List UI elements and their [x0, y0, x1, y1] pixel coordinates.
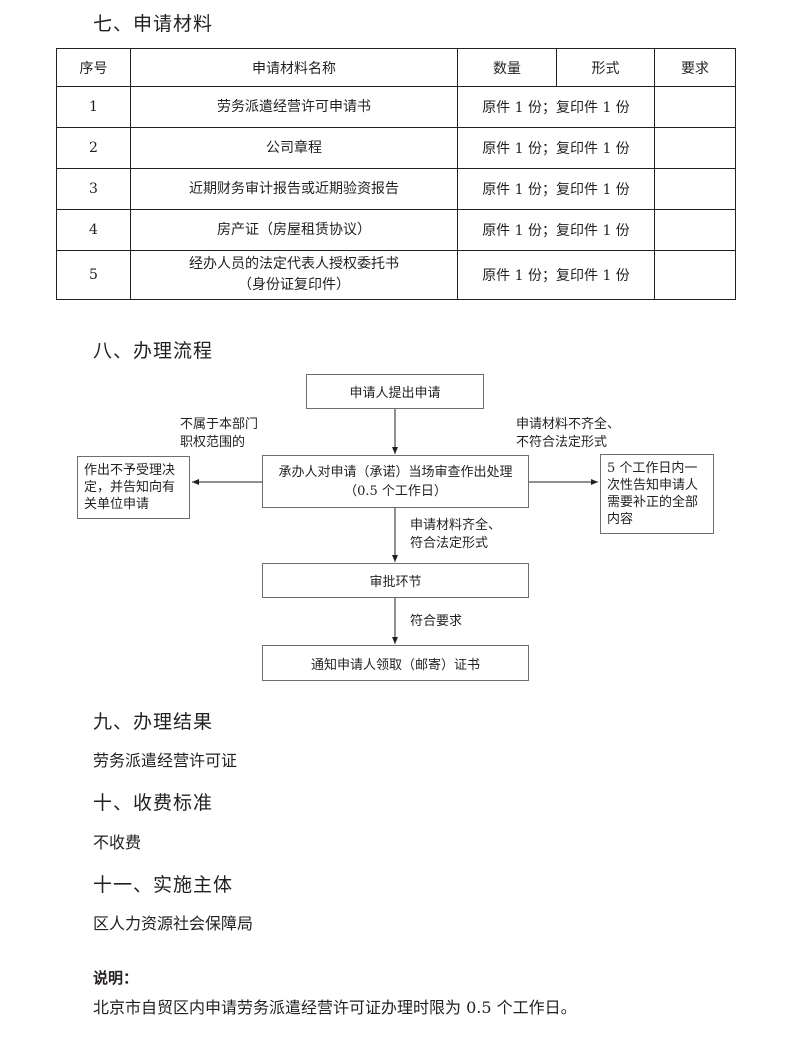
header-form: 形式: [556, 48, 655, 87]
flow-review-box: 承办人对申请（承诺）当场审查作出处理 （0.5 个工作日）: [262, 455, 529, 508]
row-name: 经办人员的法定代表人授权委托书 （身份证复印件）: [130, 250, 458, 300]
row-name-line: 劳务派遣经营许可申请书: [217, 98, 371, 115]
row-name-line: 经办人员的法定代表人授权委托书: [189, 256, 399, 272]
row-name: 房产证（房屋租赁协议）: [130, 209, 458, 251]
flow-notify-box: 通知申请人领取（邮寄）证书: [262, 645, 529, 681]
row-requirement: [654, 168, 736, 210]
row-no: 4: [56, 209, 131, 251]
flow-supplement-box: 5 个工作日内一 次性告知申请人 需要补正的全部 内容: [600, 454, 714, 534]
result-text: 劳务派遣经营许可证: [93, 751, 238, 770]
flow-accept-condition-line: 申请材料齐全、: [410, 518, 502, 533]
table-row: 2 公司章程 原件 1 份；复印件 1 份: [56, 127, 736, 169]
row-name-line: （身份证复印件）: [238, 277, 350, 293]
row-name: 近期财务审计报告或近期验资报告: [130, 168, 458, 210]
row-name: 公司章程: [130, 127, 458, 169]
row-quantity-form: 原件 1 份；复印件 1 份: [457, 168, 655, 210]
row-quantity-form: 原件 1 份；复印件 1 份: [457, 86, 655, 128]
fee-text: 不收费: [93, 833, 142, 852]
flow-reject-box: 作出不予受理决 定，并告知向有 关单位申请: [77, 456, 190, 519]
flow-review-line: 承办人对申请（承诺）当场审查作出处理: [278, 464, 513, 480]
row-quantity-form: 原件 1 份；复印件 1 份: [457, 209, 655, 251]
flow-supplement-condition-line: 申请材料不齐全、: [516, 417, 621, 432]
note-text: 北京市自贸区内申请劳务派遣经营许可证办理时限为 0.5 个工作日。: [93, 998, 577, 1017]
note-label: 说明：: [93, 969, 139, 987]
table-row: 5 经办人员的法定代表人授权委托书 （身份证复印件） 原件 1 份；复印件 1 …: [56, 250, 736, 300]
flow-supplement-line: 需要补正的全部: [607, 495, 699, 510]
authority-text: 区人力资源社会保障局: [93, 914, 254, 933]
flow-supplement-line: 次性告知申请人: [607, 478, 699, 493]
row-requirement: [654, 250, 736, 300]
header-no: 序号: [56, 48, 131, 87]
flow-accept-condition-line: 符合法定形式: [410, 536, 489, 551]
row-name-line: 公司章程: [266, 139, 322, 156]
section-title-authority: 十一、实施主体: [93, 874, 234, 896]
flow-accept-condition: 申请材料齐全、 符合法定形式: [410, 517, 501, 553]
flow-reject-line: 定，并告知向有: [84, 480, 176, 495]
flow-supplement-line: 5 个工作日内一: [607, 461, 698, 476]
flow-approval-condition: 符合要求: [410, 614, 463, 629]
row-name-line: 近期财务审计报告或近期验资报告: [189, 180, 399, 197]
row-requirement: [654, 86, 736, 128]
section-title-result: 九、办理结果: [93, 711, 214, 733]
flow-supplement-condition-line: 不符合法定形式: [516, 435, 608, 450]
flow-review-line: （0.5 个工作日）: [344, 483, 447, 499]
section-title-fee: 十、收费标准: [93, 792, 214, 814]
flow-reject-line: 关单位申请: [84, 497, 150, 512]
header-quantity: 数量: [457, 48, 557, 87]
row-name: 劳务派遣经营许可申请书: [130, 86, 458, 128]
row-name-line: 房产证（房屋租赁协议）: [217, 221, 371, 238]
row-quantity-form: 原件 1 份；复印件 1 份: [457, 250, 655, 300]
flow-reject-line: 作出不予受理决: [84, 463, 176, 478]
flow-reject-condition-line: 不属于本部门: [180, 417, 259, 432]
table-row: 4 房产证（房屋租赁协议） 原件 1 份；复印件 1 份: [56, 209, 736, 251]
materials-table: 序号 申请材料名称 数量 形式 要求 1 劳务派遣经营许可申请书 原件 1 份；…: [56, 48, 736, 300]
header-requirement: 要求: [654, 48, 736, 87]
header-name: 申请材料名称: [130, 48, 458, 87]
section-title-materials: 七、申请材料: [93, 13, 214, 35]
flow-supplement-condition: 申请材料不齐全、 不符合法定形式: [516, 416, 620, 452]
row-no: 5: [56, 250, 131, 300]
flow-start-box: 申请人提出申请: [306, 374, 484, 409]
section-title-process: 八、办理流程: [93, 340, 214, 362]
flow-supplement-line: 内容: [607, 512, 634, 527]
table-row: 1 劳务派遣经营许可申请书 原件 1 份；复印件 1 份: [56, 86, 736, 128]
table-header-row: 序号 申请材料名称 数量 形式 要求: [56, 48, 736, 87]
flow-approval-box: 审批环节: [262, 563, 529, 598]
flow-reject-condition-line: 职权范围的: [180, 435, 246, 450]
flow-reject-condition: 不属于本部门 职权范围的: [180, 416, 258, 452]
